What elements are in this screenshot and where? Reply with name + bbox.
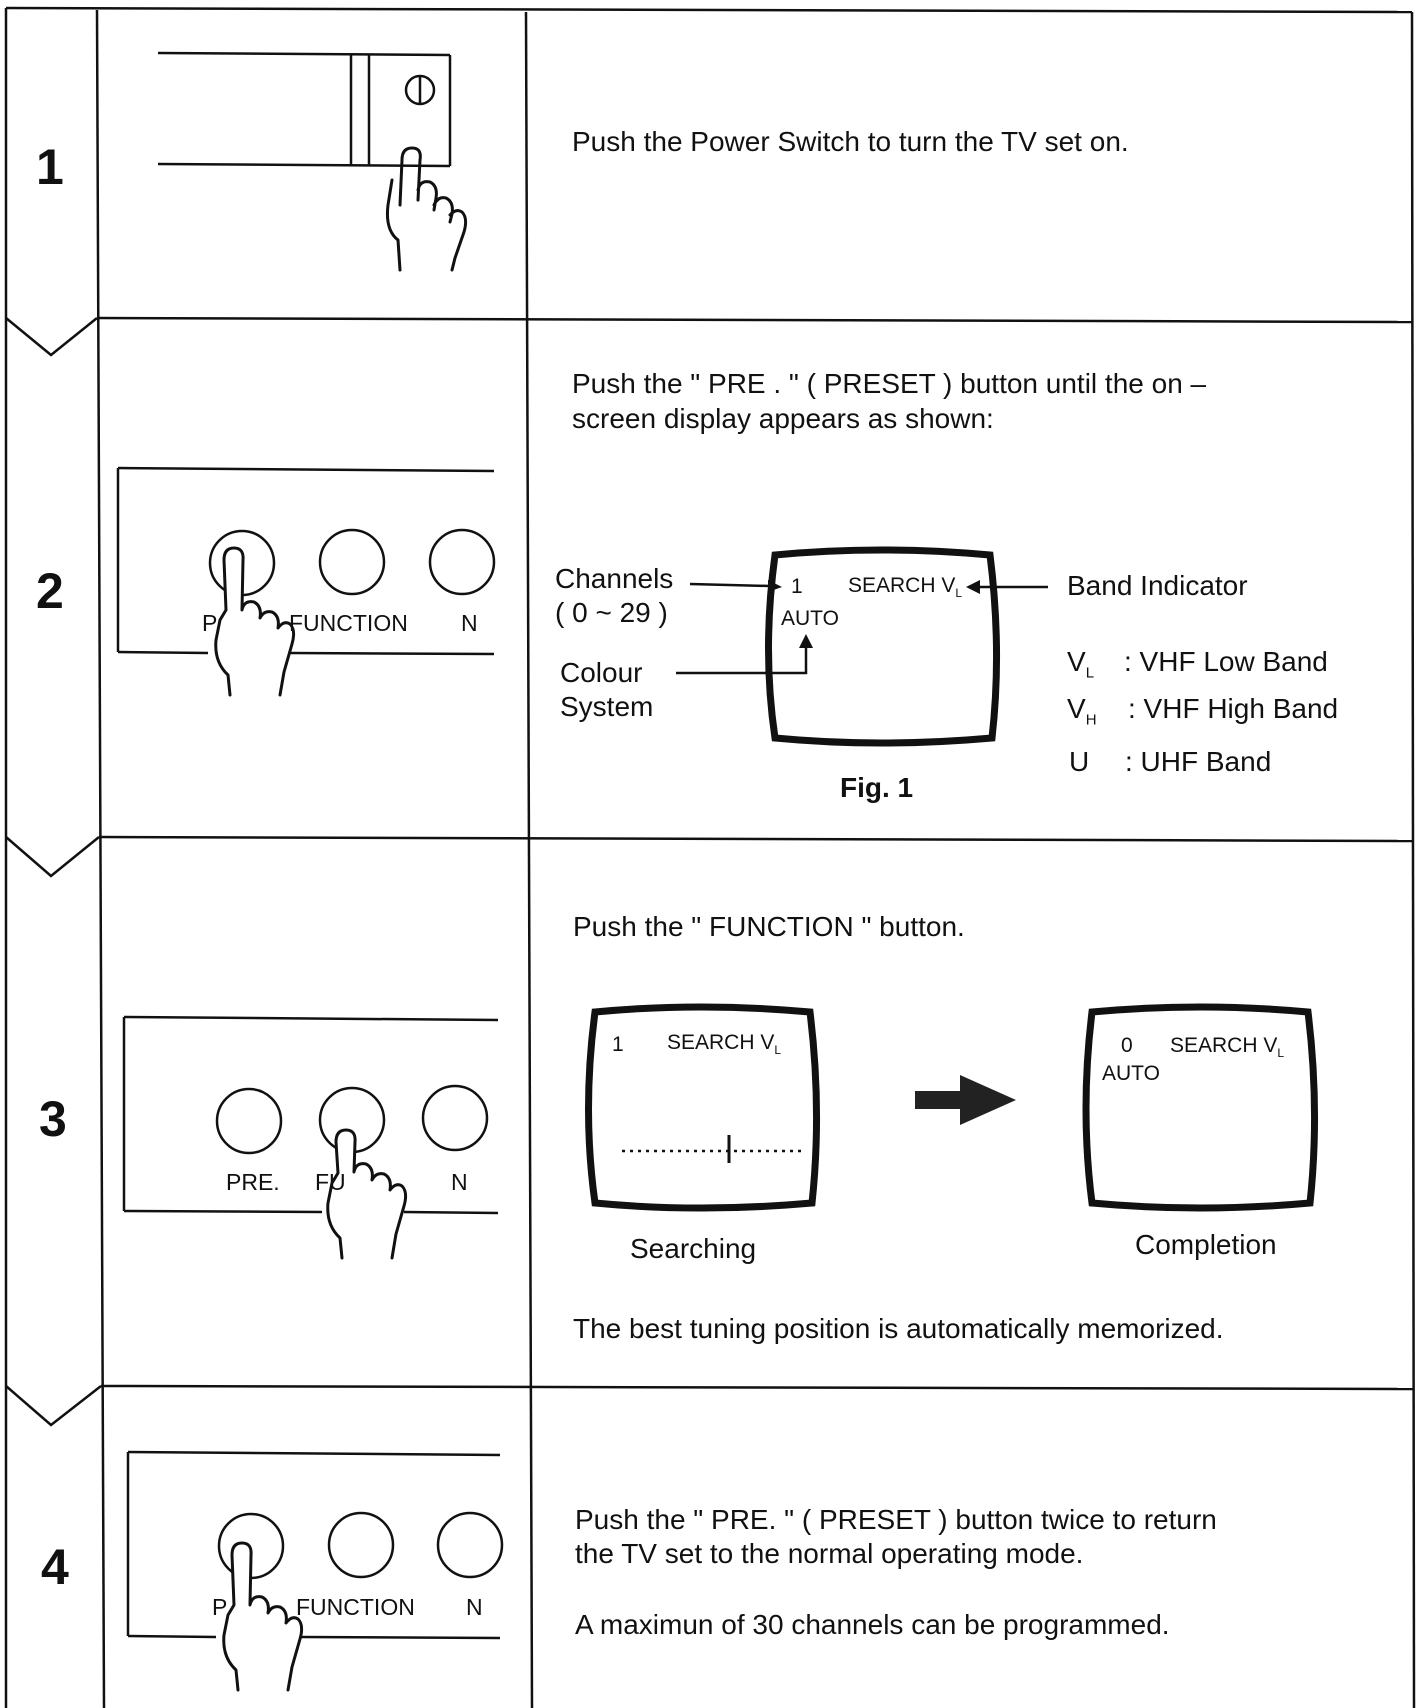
panel-label-pre: P: [202, 610, 218, 636]
band-vl: VL: [1067, 646, 1095, 682]
searching-channel-number: 1: [612, 1033, 624, 1056]
step3-instruction: Push the " FUNCTION " button.: [573, 911, 965, 942]
channels-range: ( 0 ~ 29 ): [555, 597, 668, 628]
step-number-1: 1: [36, 139, 64, 195]
panel-label-function: FUNCTION: [289, 610, 408, 636]
colour-system-label-2: System: [560, 691, 654, 722]
band-u: U: [1069, 746, 1090, 777]
step2-instruction-line1: Push the " PRE . " ( PRESET ) button unt…: [572, 368, 1207, 399]
screen-channel-number: 1: [791, 575, 803, 598]
searching-search-text: SEARCH VL: [667, 1031, 782, 1058]
step1-instruction: Push the Power Switch to turn the TV set…: [572, 126, 1129, 157]
step-number-3: 3: [39, 1091, 67, 1147]
step-number-4: 4: [41, 1539, 69, 1595]
band-u-desc: : UHF Band: [1125, 746, 1272, 777]
band-vh-desc: : VHF High Band: [1128, 693, 1339, 724]
figure-caption: Fig. 1: [840, 772, 914, 803]
channels-label: Channels: [555, 563, 674, 594]
step4-note: A maximun of 30 channels can be programm…: [575, 1609, 1170, 1640]
completion-channel-number: 0: [1121, 1034, 1133, 1057]
band-vl-desc: : VHF Low Band: [1124, 646, 1328, 677]
panel-label-n-step4: N: [466, 1594, 483, 1620]
completion-auto-text: AUTO: [1102, 1062, 1160, 1085]
panel-label-pre-step3: PRE.: [226, 1169, 280, 1195]
panel-label-pre-step4: P: [212, 1594, 228, 1620]
step-number-2: 2: [36, 563, 64, 619]
band-vh: VH: [1067, 693, 1097, 729]
panel-label-n-step3: N: [451, 1169, 468, 1195]
searching-caption: Searching: [630, 1233, 757, 1264]
panel-label-function-step3: FU: [315, 1169, 346, 1195]
arrow-right-icon: [915, 1075, 1016, 1125]
step4-instruction-line1: Push the " PRE. " ( PRESET ) button twic…: [575, 1504, 1217, 1535]
panel-label-n: N: [461, 610, 478, 636]
completion-caption: Completion: [1135, 1229, 1277, 1260]
colour-system-label-1: Colour: [560, 657, 643, 688]
step3-note: The best tuning position is automaticall…: [573, 1313, 1224, 1344]
band-indicator-label: Band Indicator: [1067, 570, 1248, 601]
screen-auto-text: AUTO: [781, 607, 839, 630]
step2-instruction-line2: screen display appears as shown:: [572, 403, 994, 434]
panel-label-function-step4: FUNCTION: [296, 1594, 415, 1620]
step4-instruction-line2: the TV set to the normal operating mode.: [575, 1538, 1084, 1569]
completion-search-text: SEARCH VL: [1170, 1034, 1285, 1061]
screen-search-text: SEARCH VL: [848, 574, 963, 601]
